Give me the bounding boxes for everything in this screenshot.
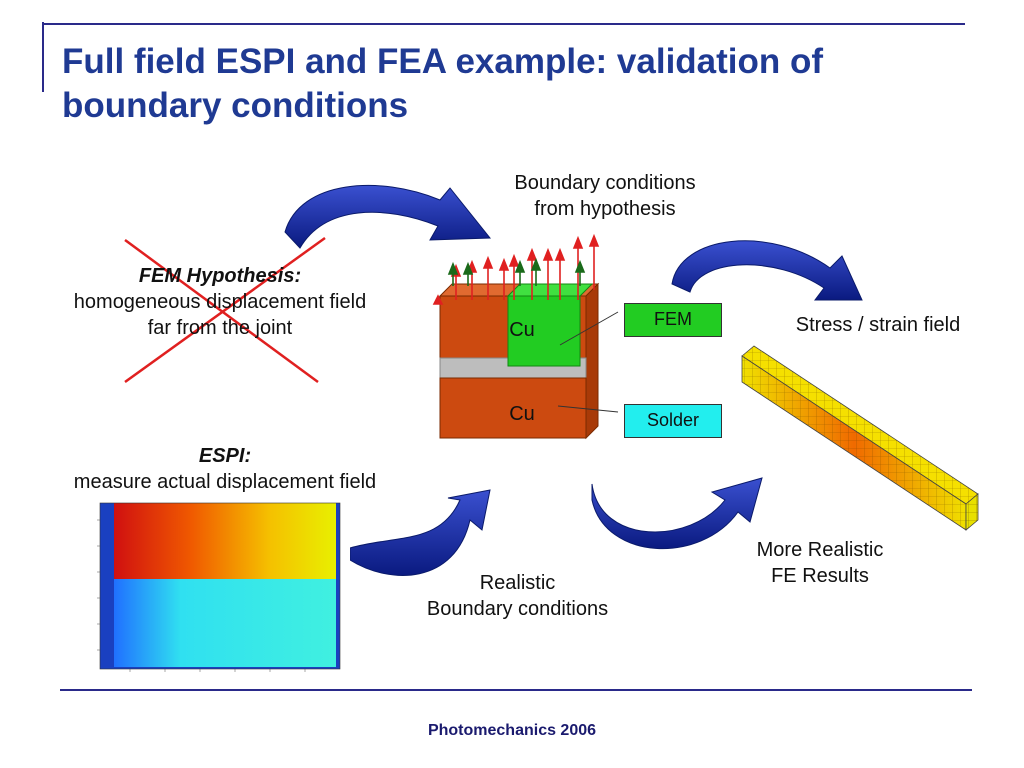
- realistic-bc-line2: Boundary conditions: [426, 598, 609, 620]
- fem-box: FEM: [624, 303, 722, 337]
- curved-arrow-bottom-right: [591, 477, 763, 550]
- solder-box: Solder: [624, 404, 722, 438]
- curved-arrow-top: [284, 184, 492, 249]
- specimen-block: [438, 282, 600, 440]
- bc-hypothesis-line2: from hypothesis: [534, 198, 676, 220]
- fe-beam-mesh: [741, 345, 979, 531]
- cu-bottom-label: Cu: [509, 403, 535, 425]
- realistic-bc-line1: Realistic: [479, 572, 556, 594]
- espi-label: ESPI: measure actual displacement field: [20, 443, 430, 495]
- more-realistic-label: More Realistic FE Results: [720, 537, 920, 589]
- leader-solder: [557, 405, 619, 413]
- espi-line: measure actual displacement field: [73, 471, 377, 493]
- curved-arrow-bottom-left: [349, 489, 491, 576]
- red-cross-line-2: [124, 236, 326, 384]
- fem-hypothesis-line2: far from the joint: [147, 317, 293, 339]
- stress-strain-label: Stress / strain field: [795, 314, 961, 336]
- espi-image: [88, 496, 350, 686]
- boundary-arrows: [432, 233, 600, 305]
- fem-hypothesis-label: FEM Hypothesis: homogeneous displacement…: [20, 263, 420, 341]
- bc-hypothesis-line1: Boundary conditions: [514, 172, 696, 194]
- footer-text: Photomechanics 2006: [427, 722, 597, 739]
- fem-hypothesis-line1: homogeneous displacement field: [73, 291, 367, 313]
- realistic-bc-label: Realistic Boundary conditions: [385, 570, 650, 622]
- leader-fem: [559, 311, 619, 346]
- more-realistic-line1: More Realistic: [756, 539, 884, 561]
- bc-hypothesis-label: Boundary conditions from hypothesis: [470, 170, 740, 222]
- page-title: Full field ESPI and FEA example: validat…: [62, 42, 824, 125]
- fem-hypothesis-title: FEM Hypothesis:: [138, 265, 302, 287]
- curved-arrow-right: [671, 240, 863, 301]
- cu-top-label: Cu: [509, 319, 535, 341]
- espi-title: ESPI:: [198, 445, 252, 467]
- more-realistic-line2: FE Results: [771, 565, 869, 587]
